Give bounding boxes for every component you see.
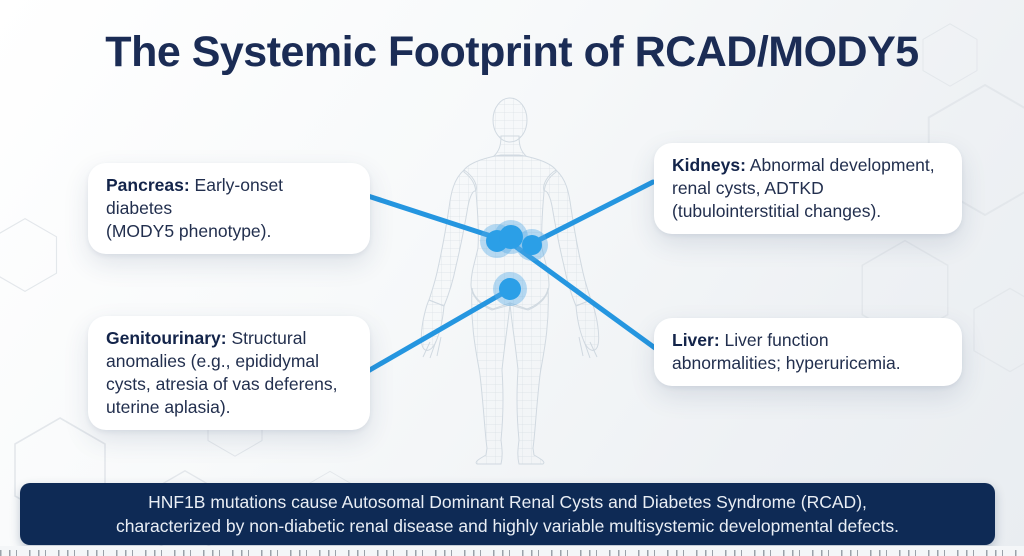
callout-pancreas: Pancreas: Early-onset diabetes (MODY5 ph… (88, 163, 370, 254)
callout-pancreas-text: Early-onset diabetes (MODY5 phenotype). (106, 175, 284, 241)
bottom-tick-strip (0, 546, 1024, 556)
wireframe-body-figure (420, 97, 600, 465)
connector-liver (505, 238, 658, 351)
callout-genitourinary-text: Structural anomalies (e.g., epididymal c… (106, 328, 338, 417)
tick-marks (0, 550, 1024, 556)
footer-line-1: HNF1B mutations cause Autosomal Dominant… (148, 492, 867, 512)
callout-kidneys-text: Abnormal development, renal cysts, ADTKD… (672, 155, 935, 221)
callout-liver: Liver: Liver function abnormalities; hyp… (654, 318, 962, 386)
connector-pancreas (365, 193, 503, 242)
marker-pancreas-2 (499, 225, 523, 249)
page-title: The Systemic Footprint of RCAD/MODY5 (105, 28, 919, 76)
callout-liver-text: Liver function abnormalities; hyperurice… (672, 330, 901, 373)
marker-pancreas (486, 230, 508, 252)
callout-kidneys-organ: Kidneys: (672, 155, 746, 175)
footer-line-2: characterized by non-diabetic renal dise… (115, 516, 900, 536)
connector-genitourinary (365, 286, 513, 374)
organ-markers (480, 220, 548, 306)
marker-kidney (522, 235, 542, 255)
callout-pancreas-organ: Pancreas: (106, 175, 190, 195)
callout-genitourinary: Genitourinary: Structural anomalies (e.g… (88, 316, 370, 430)
callout-liver-organ: Liver: (672, 330, 720, 350)
callout-genitourinary-organ: Genitourinary: (106, 328, 227, 348)
callout-connector-lines (365, 179, 658, 374)
callout-kidneys: Kidneys: Abnormal development, renal cys… (654, 143, 962, 234)
marker-genitourinary (499, 278, 521, 300)
connector-kidneys (530, 179, 656, 246)
footer-summary-banner: HNF1B mutations cause Autosomal Dominant… (20, 483, 995, 545)
